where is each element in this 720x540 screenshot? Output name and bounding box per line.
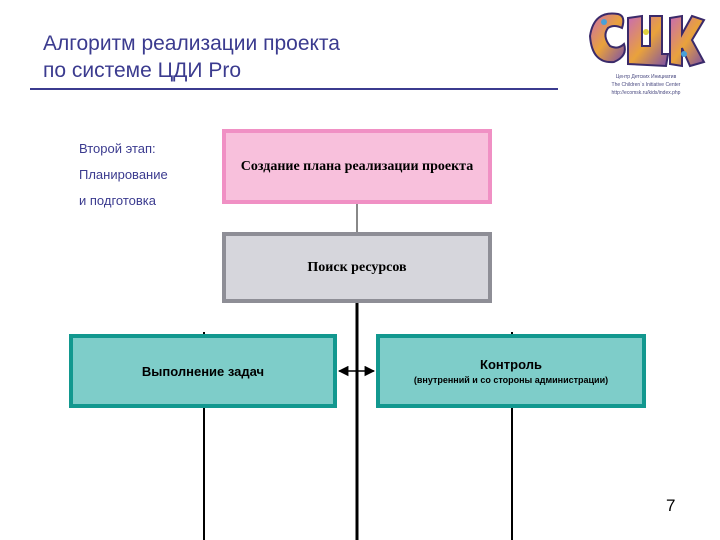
stage-label-line-3: и подготовка [79, 193, 156, 208]
stage-label-line-2: Планирование [79, 167, 168, 182]
task-execution-label: Выполнение задач [141, 363, 265, 379]
task-execution-box: Выполнение задач [69, 334, 337, 408]
resource-search-box: Поиск ресурсов [222, 232, 492, 303]
control-title: Контроль [480, 357, 542, 372]
control-box: Контроль (внутренний и со стороны админи… [376, 334, 646, 408]
control-subtitle: (внутренний и со стороны администрации) [413, 375, 609, 385]
logo-caption-url: http://ecomsk.ru/kids/index.php [611, 90, 681, 96]
cdi-logo-icon [588, 12, 706, 68]
stage-label: Второй этап: Планирование и подготовка [79, 136, 168, 214]
resource-search-label: Поиск ресурсов [307, 259, 407, 275]
stage-label-line-1: Второй этап: [79, 141, 156, 156]
page-number: 7 [666, 496, 676, 515]
logo-caption-en: The Children`s Initiative Center [611, 82, 681, 88]
slide-title-line-2: по системе ЦДИ Pro [43, 59, 241, 82]
title-underline [30, 88, 558, 90]
slide-title-line-1: Алгоритм реализации проекта [43, 32, 340, 55]
plan-creation-label: Создание плана реализации проекта [240, 158, 474, 174]
slide-title: Алгоритм реализации проекта по системе Ц… [43, 30, 340, 84]
plan-creation-box: Создание плана реализации проекта [222, 129, 492, 204]
logo-caption-ru: Центр Детских Инициатив [615, 74, 677, 80]
